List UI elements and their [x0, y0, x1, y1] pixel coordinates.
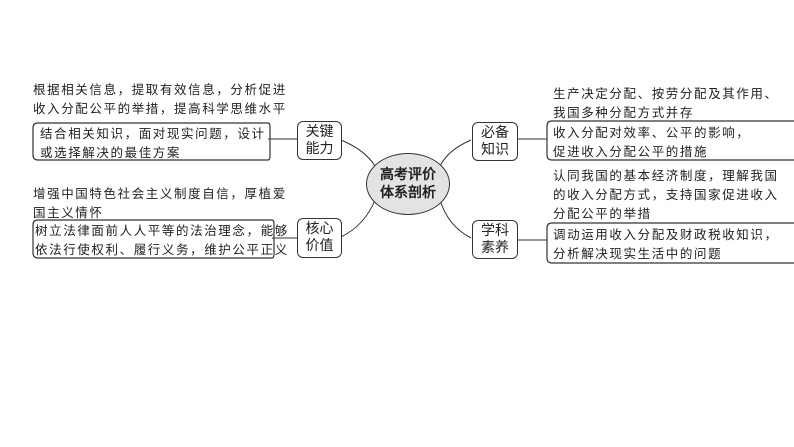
essential-knowledge-box-frame	[546, 120, 794, 161]
center-line-1: 高考评价	[380, 167, 436, 183]
connector-essential-knowledge	[439, 139, 472, 167]
node-label: 学科	[481, 222, 509, 239]
core-value-top-text: 增强中国特色社会主义制度自信，厚植爱国主义情怀	[33, 186, 287, 220]
node-label: 价值	[305, 238, 334, 254]
core-value-box-text: 树立法律面前人人平等的法治理念，能够依法行使权利、履行义务，维护公平正义	[35, 223, 289, 257]
connector-core-value	[340, 199, 376, 238]
subject-literacy-top-text: 认同我国的基本经济制度，理解我国的收入分配方式，支持国家促进收入分配公平的举措	[553, 168, 779, 221]
node-label: 核心	[305, 221, 334, 237]
node-label: 知识	[481, 141, 509, 158]
node-label: 素养	[481, 239, 509, 256]
center-node: 高考评价体系剖析	[366, 153, 450, 215]
node-essential-knowledge: 必备知识	[472, 122, 518, 161]
subject-literacy-box-frame	[546, 222, 794, 264]
connector-subject-literacy	[439, 199, 472, 239]
center-line-2: 体系剖析	[380, 185, 436, 201]
connector-key-ability	[340, 139, 376, 167]
key-ability-box-frame	[32, 122, 271, 161]
node-key-ability: 关键能力	[297, 121, 342, 160]
key-ability-top-text: 根据相关信息，提取有效信息，分析促进收入分配公平的举措，提高科学思维水平	[33, 82, 287, 116]
node-label: 关键	[305, 123, 334, 140]
subject-literacy-box-text: 调动运用收入分配及财政税收知识，分析解决现实生活中的问题	[553, 227, 779, 261]
node-label: 能力	[305, 140, 334, 157]
essential-knowledge-box-text: 收入分配对效率、公平的影响，促进收入分配公平的措施	[553, 125, 751, 159]
node-core-value: 核心价值	[297, 218, 342, 258]
key-ability-box-text: 结合相关知识，面对现实问题，设计或选择解决的最佳方案	[40, 126, 266, 160]
node-subject-literacy: 学科素养	[472, 220, 518, 259]
node-label: 必备	[481, 124, 509, 141]
core-value-box-frame	[32, 219, 275, 259]
essential-knowledge-top-text: 生产决定分配、按劳分配及其作用、我国多种分配方式并存	[553, 86, 779, 120]
